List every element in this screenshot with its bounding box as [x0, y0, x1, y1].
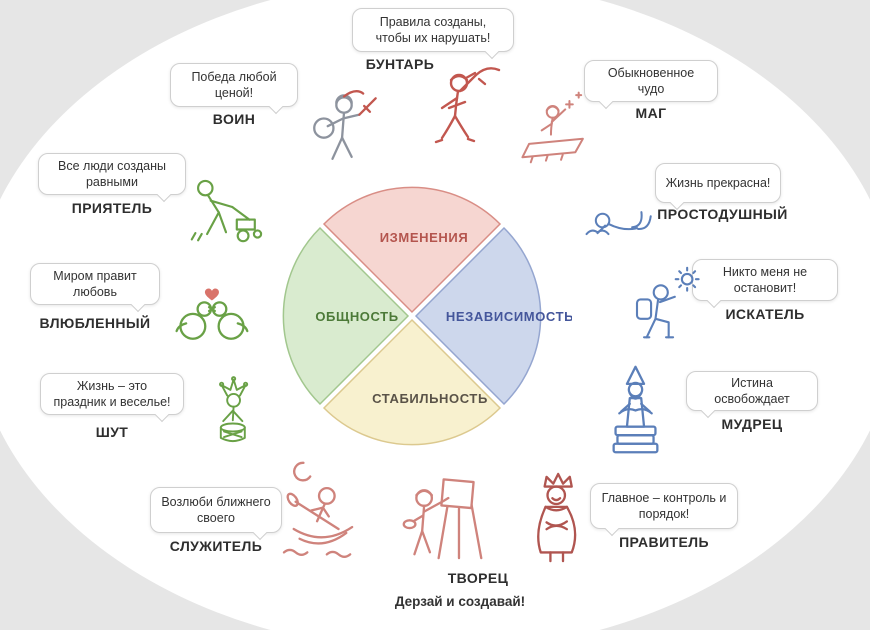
creator-figure — [397, 458, 489, 572]
creator-name-label: ТВОРЕЦ — [447, 570, 509, 586]
rebel-figure — [408, 56, 508, 161]
sage-quote-bubble: Истина освобождает — [686, 371, 818, 411]
wheel-segment-changes — [322, 186, 502, 314]
friend-name-label: ПРИЯТЕЛЬ — [71, 200, 153, 216]
magician-quote-bubble: Обыкновенное чудо — [584, 60, 718, 102]
sage-figure — [588, 360, 683, 460]
lover-name-label: ВЛЮБЛЕННЫЙ — [39, 315, 151, 331]
magician-figure — [514, 78, 598, 166]
jester-figure — [192, 370, 272, 465]
sage-wizard-icon — [612, 365, 659, 454]
sage-name-label: МУДРЕЦ — [721, 416, 783, 432]
creator-easel-icon — [402, 478, 483, 560]
wheel-segment-stability — [322, 318, 502, 446]
wheel-segment-community — [282, 226, 410, 406]
warrior-knight-icon — [313, 90, 377, 160]
friend-figure — [180, 162, 272, 252]
creator-quote-text: Дерзай и создавай! — [394, 594, 526, 609]
rebel-name-label: БУНТАРЬ — [365, 56, 435, 72]
ruler-name-label: ПРАВИТЕЛЬ — [619, 534, 709, 550]
innocent-quote-bubble: Жизнь прекрасна! — [655, 163, 781, 203]
seeker-name-label: ИСКАТЕЛЬ — [725, 306, 805, 322]
innocent-figure — [577, 180, 667, 256]
wheel-label-changes: ИЗМЕНЕНИЯ — [380, 230, 469, 245]
ruler-king-icon — [537, 472, 577, 563]
wheel-segment-independence — [414, 226, 542, 406]
wheel-label-community: ОБЩНОСТЬ — [315, 309, 398, 324]
magician-name-label: МАГ — [635, 105, 667, 121]
magician-carpet-icon — [521, 91, 584, 164]
caregiver-figure — [266, 455, 374, 567]
caregiver-name-label: СЛУЖИТЕЛЬ — [169, 538, 263, 554]
warrior-quote-bubble: Победа любой ценой! — [170, 63, 298, 107]
caregiver-quote-bubble: Возлюби ближнего своего — [150, 487, 282, 533]
values-wheel: ИЗМЕНЕНИЯ НЕЗАВИСИМОСТЬ СТАБИЛЬНОСТЬ ОБЩ… — [282, 186, 572, 446]
lover-figure — [163, 268, 259, 354]
seeker-figure — [615, 264, 703, 356]
ruler-figure — [502, 468, 594, 570]
caregiver-boat-icon — [282, 461, 354, 558]
jester-quote-bubble: Жизнь – это праздник и веселье! — [40, 373, 184, 415]
friend-quote-bubble: Все люди созданы равными — [38, 153, 186, 195]
lover-quote-bubble: Миром правит любовь — [30, 263, 160, 305]
jester-drum-icon — [219, 376, 249, 443]
rebel-pirate-icon — [434, 67, 501, 144]
wheel-label-independence: НЕЗАВИСИМОСТЬ — [446, 309, 572, 324]
lover-birds-icon — [175, 288, 249, 340]
wheel-label-stability: СТАБИЛЬНОСТЬ — [372, 391, 488, 406]
jester-name-label: ШУТ — [95, 424, 129, 440]
ruler-quote-bubble: Главное – контроль и порядок! — [590, 483, 738, 529]
seeker-quote-bubble: Никто меня не остановит! — [692, 259, 838, 301]
warrior-name-label: ВОИН — [212, 111, 256, 127]
friend-lawnmower-icon — [190, 179, 263, 243]
rebel-quote-bubble: Правила созданы, чтобы их нарушать! — [352, 8, 514, 52]
warrior-figure — [296, 82, 392, 178]
innocent-name-label: ПРОСТОДУШНЫЙ — [657, 206, 788, 222]
seeker-hiker-icon — [635, 266, 700, 339]
innocent-reading-icon — [585, 211, 652, 236]
